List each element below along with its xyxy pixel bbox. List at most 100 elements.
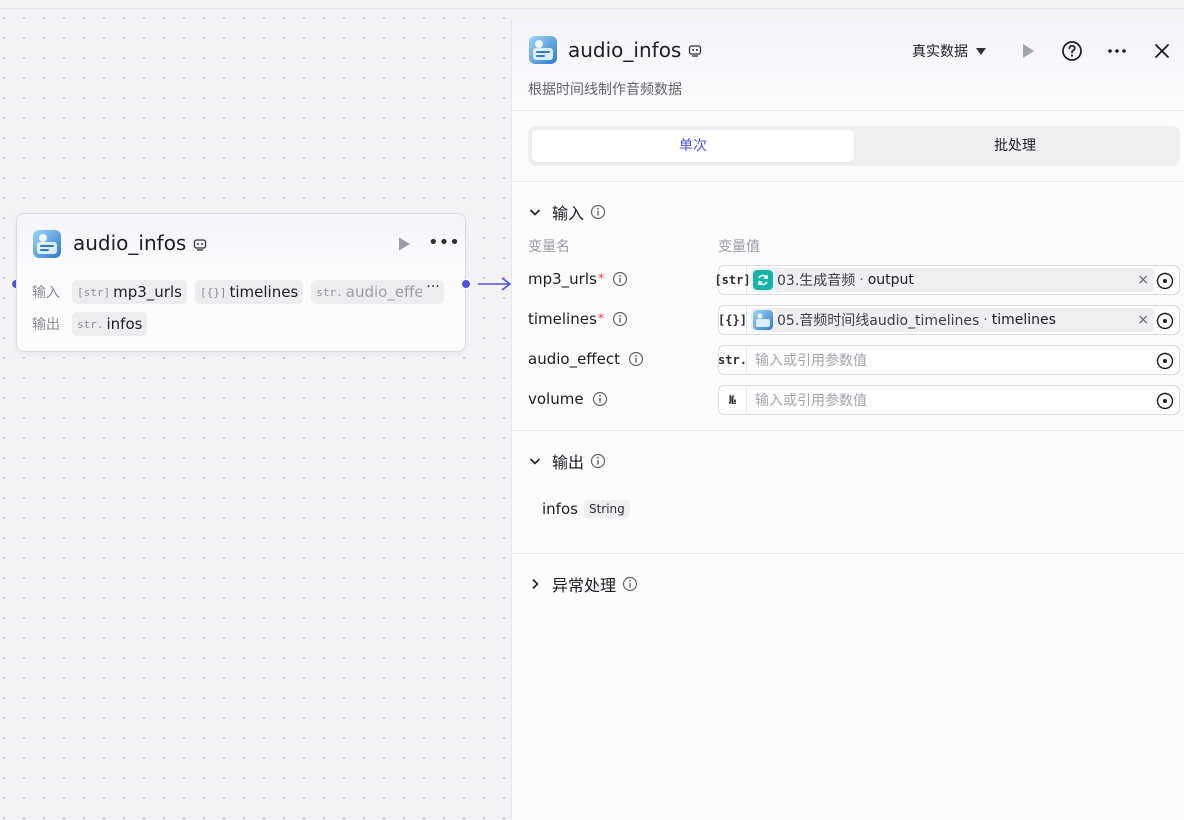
- chevron-down-icon: [529, 458, 541, 465]
- node-output-chip: str. infos: [72, 312, 148, 336]
- info-icon[interactable]: [612, 271, 628, 287]
- output-variable: infos String: [542, 500, 630, 518]
- workflow-canvas[interactable]: [0, 0, 511, 820]
- workflow-node-audio-infos[interactable]: audio_infos ••• 输入 [str] mp3_urls [{}] t…: [16, 213, 466, 352]
- plugin-logo-icon: [753, 310, 773, 330]
- required-mark: *: [597, 311, 605, 327]
- run-node-play-icon[interactable]: [396, 236, 412, 252]
- node-input-chip: [{}] timelines: [194, 280, 304, 304]
- output-name: infos: [542, 500, 578, 518]
- reference-picker-icon[interactable]: [1156, 392, 1174, 410]
- run-mode-tabs: 单次 批处理: [528, 126, 1180, 166]
- param-value-field[interactable]: № 输入或引用参数值: [718, 385, 1180, 415]
- section-title: 输入: [552, 204, 585, 223]
- param-row-volume: volume № 输入或引用参数值: [528, 385, 1180, 415]
- section-divider: [512, 553, 1184, 554]
- exception-section-header[interactable]: 异常处理: [528, 572, 648, 596]
- type-icon: str.: [77, 317, 104, 331]
- section-divider: [512, 430, 1184, 431]
- param-row-audio-effect: audio_effect str. 输入或引用参数值: [528, 345, 1180, 375]
- type-selector[interactable]: str.: [718, 346, 747, 374]
- column-header-value: 变量值: [718, 239, 760, 255]
- test-run-play-icon[interactable]: [1016, 40, 1038, 62]
- plugin-logo-icon: [33, 230, 61, 258]
- type-icon: [str]: [77, 285, 111, 299]
- param-name-text: audio_effect: [528, 350, 620, 368]
- reference-picker-icon[interactable]: [1156, 312, 1174, 330]
- help-icon[interactable]: [1061, 40, 1083, 62]
- chip-name: infos: [106, 315, 143, 333]
- reference-picker-icon[interactable]: [1156, 272, 1174, 290]
- clear-reference-icon[interactable]: ×: [1137, 312, 1149, 328]
- param-name: mp3_urls *: [528, 270, 628, 288]
- close-icon[interactable]: [1151, 40, 1173, 62]
- section-divider: [512, 181, 1184, 182]
- param-value-input[interactable]: 输入或引用参数值: [755, 353, 867, 369]
- data-mode-dropdown[interactable]: 真实数据: [912, 41, 986, 61]
- ref-separator: ·: [983, 312, 988, 328]
- type-selector[interactable]: №: [719, 386, 747, 414]
- info-icon[interactable]: [592, 391, 608, 407]
- section-title: 异常处理: [552, 576, 617, 595]
- node-more-options-icon[interactable]: •••: [428, 232, 460, 253]
- panel-header: audio_infos 根据时间线制作音频数据 真实数据: [512, 19, 1184, 111]
- type-selector[interactable]: [{}]: [718, 306, 747, 334]
- section-title: 输出: [552, 453, 585, 472]
- column-header-name: 变量名: [528, 239, 570, 255]
- param-name: timelines *: [528, 310, 628, 328]
- edge-arrow-icon: [478, 277, 512, 291]
- data-mode-label: 真实数据: [912, 44, 968, 60]
- more-options-icon[interactable]: [1106, 40, 1128, 62]
- type-icon: str.: [316, 285, 343, 299]
- node-inputs-more-button[interactable]: ···: [422, 280, 444, 304]
- node-output-label: 输出: [32, 317, 60, 333]
- node-header: [17, 214, 465, 270]
- ref-separator: ·: [859, 272, 864, 288]
- info-icon[interactable]: [622, 576, 638, 592]
- chevron-down-icon: [529, 209, 541, 216]
- input-section-header[interactable]: 输入: [528, 200, 616, 224]
- panel-title[interactable]: audio_infos: [568, 38, 682, 62]
- param-value-input[interactable]: 输入或引用参数值: [755, 393, 867, 409]
- param-value-field[interactable]: [str] 03.生成音频 · output ×: [714, 265, 1180, 295]
- loop-node-icon: [753, 270, 773, 290]
- clear-reference-icon[interactable]: ×: [1137, 272, 1149, 288]
- info-icon[interactable]: [590, 204, 606, 220]
- ref-field-name: timelines: [991, 312, 1056, 328]
- type-selector[interactable]: [str]: [714, 266, 751, 294]
- info-icon[interactable]: [590, 453, 606, 469]
- node-output-row: 输出 str. infos: [32, 312, 155, 336]
- variable-reference-tag[interactable]: 05.音频时间线audio_timelines · timelines: [751, 308, 1154, 332]
- type-icon: [{}]: [199, 285, 227, 299]
- node-output-port[interactable]: [461, 279, 471, 289]
- param-value-field[interactable]: [{}] 05.音频时间线audio_timelines · timelines…: [718, 305, 1180, 335]
- variable-reference-tag[interactable]: 03.生成音频 · output: [751, 268, 1154, 292]
- param-value-field[interactable]: str. 输入或引用参数值: [718, 345, 1180, 375]
- output-type-badge: String: [583, 500, 630, 518]
- panel-description: 根据时间线制作音频数据: [528, 82, 682, 98]
- info-icon[interactable]: [628, 351, 644, 367]
- required-mark: *: [597, 271, 605, 287]
- chip-name: mp3_urls: [113, 283, 182, 301]
- node-input-chip: [str] mp3_urls: [72, 280, 187, 304]
- chevron-right-icon: [532, 578, 539, 590]
- output-section-header[interactable]: 输出: [528, 449, 616, 473]
- reference-picker-icon[interactable]: [1156, 352, 1174, 370]
- tab-batch[interactable]: 批处理: [994, 138, 1036, 154]
- param-name: audio_effect: [528, 350, 644, 368]
- param-row-mp3-urls: mp3_urls * [str] 03.生成音频 · output ×: [528, 265, 1180, 295]
- node-title: audio_infos: [73, 231, 187, 255]
- node-input-chip: str. audio_effect: [311, 280, 428, 304]
- caret-down-icon: [976, 47, 986, 55]
- tab-single[interactable]: 单次: [532, 130, 854, 162]
- chip-name: timelines: [229, 283, 299, 301]
- plugin-badge-icon: [193, 239, 207, 251]
- info-icon[interactable]: [612, 311, 628, 327]
- ref-node-name: 03.生成音频: [777, 273, 856, 289]
- node-config-panel: audio_infos 根据时间线制作音频数据 真实数据 单次 批处理: [511, 19, 1184, 820]
- top-divider: [0, 8, 1184, 9]
- ref-field-name: output: [867, 272, 914, 288]
- plugin-logo-icon: [529, 36, 557, 64]
- plugin-badge-icon: [688, 45, 702, 57]
- ref-node-name: 05.音频时间线audio_timelines: [777, 313, 980, 329]
